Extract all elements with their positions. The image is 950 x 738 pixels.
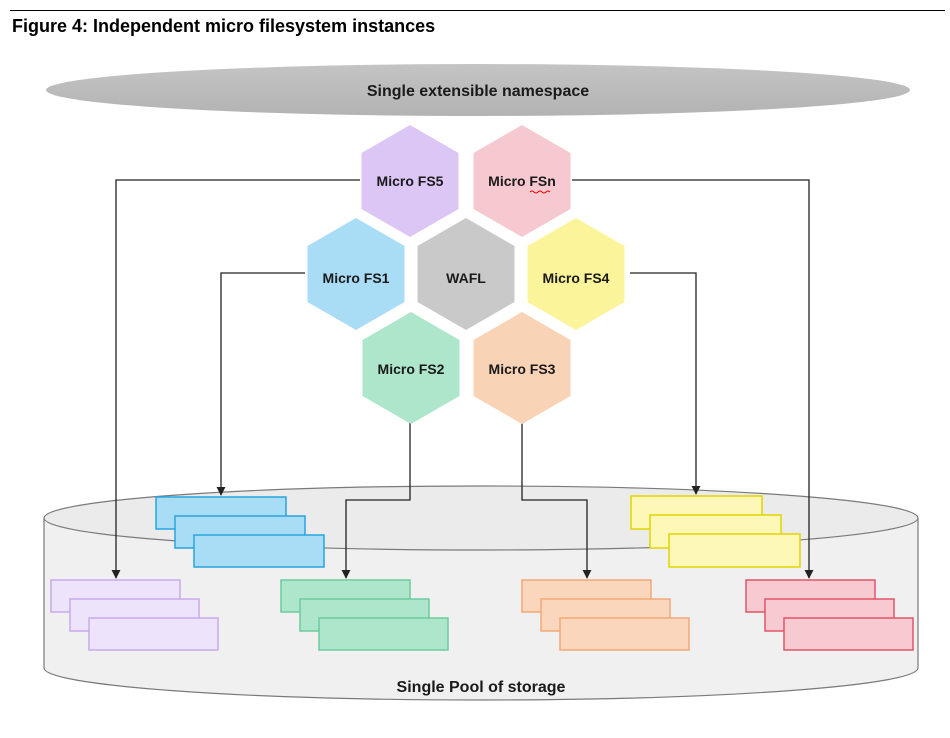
- stack-fs1: [155, 496, 325, 568]
- top-rule: [10, 10, 945, 11]
- hex-fs3-label: Micro FS3: [489, 361, 556, 377]
- stack-fsn-volume-3: [783, 617, 914, 651]
- stack-fs2: [280, 579, 449, 651]
- hex-wafl: WAFL: [417, 218, 515, 330]
- stack-fs5: [50, 579, 219, 651]
- arrow-fs4-to-stack: [630, 272, 701, 495]
- namespace-ellipse: [46, 64, 910, 116]
- hex-fsn: Micro FSn: [473, 125, 571, 237]
- hex-fs5: Micro FS5: [361, 125, 459, 237]
- stack-fs4-volume-3: [668, 533, 801, 568]
- hex-wafl-shape: [417, 218, 515, 330]
- hex-fs4-label: Micro FS4: [543, 270, 610, 286]
- arrow-fs5-to-stack: [111, 179, 360, 579]
- stack-fs3-volume-3: [559, 617, 690, 651]
- figure-title: Figure 4: Independent micro filesystem i…: [12, 16, 436, 36]
- stack-fsn: [745, 579, 914, 651]
- arrow-fs3-to-stack: [521, 422, 592, 579]
- stack-fs5-volume-3: [88, 617, 219, 651]
- hex-fs2-label: Micro FS2: [378, 361, 445, 377]
- arrow-fsn-to-stack: [572, 179, 814, 579]
- hex-fs2: Micro FS2: [362, 312, 460, 424]
- stack-fs2-volume-3: [318, 617, 449, 651]
- stack-fs4: [630, 495, 801, 568]
- hex-fs1: Micro FS1: [307, 218, 405, 330]
- connectors: [111, 179, 814, 579]
- hex-fs4: Micro FS4: [527, 218, 625, 330]
- hex-fs1-label: Micro FS1: [323, 270, 390, 286]
- hex-fs4-shape: [527, 218, 625, 330]
- pool-label: Single Pool of storage: [397, 679, 566, 696]
- namespace-label: Single extensible namespace: [367, 83, 589, 100]
- hex-fsn-label: Micro FSn: [488, 173, 556, 189]
- hex-fs3: Micro FS3: [473, 312, 571, 424]
- hex-fs5-shape: [361, 125, 459, 237]
- arrow-fs2-to-stack: [341, 422, 411, 579]
- arrow-fs1-to-stack: [216, 272, 305, 496]
- stack-fs3: [521, 579, 690, 651]
- stack-fs1-volume-3: [193, 534, 325, 568]
- spellcheck-underline: [529, 190, 551, 194]
- hex-fs1-shape: [307, 218, 405, 330]
- hex-fs3-shape: [473, 312, 571, 424]
- hex-wafl-label: WAFL: [446, 270, 486, 286]
- hex-fsn-shape: [473, 125, 571, 237]
- hex-fs2-shape: [362, 312, 460, 424]
- hex-fs5-label: Micro FS5: [377, 173, 444, 189]
